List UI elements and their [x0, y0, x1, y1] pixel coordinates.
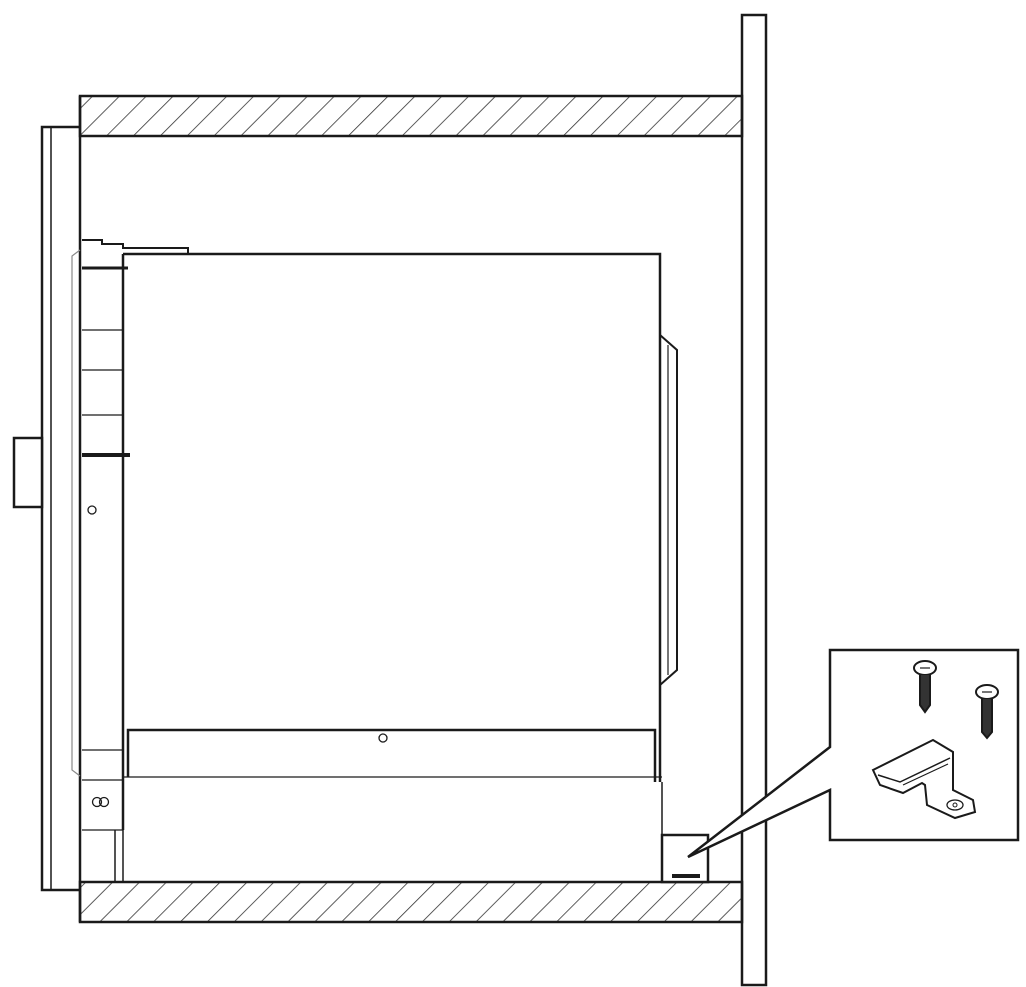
- drawer: [122, 728, 663, 882]
- screw-icon: [975, 684, 999, 740]
- mounting-bracket: [660, 833, 710, 884]
- cabinet-top-panel: [78, 94, 744, 138]
- screw-hole: [91, 796, 103, 808]
- callout-detail: [687, 648, 1020, 859]
- side-wall: [740, 13, 768, 987]
- cabinet-bottom-panel: [78, 880, 744, 924]
- knob: [12, 436, 44, 509]
- bracket-icon: [871, 738, 977, 820]
- appliance-body: [123, 252, 662, 782]
- appliance-rear-bump: [659, 334, 678, 686]
- appliance-front-column: [82, 239, 189, 882]
- screw-hole: [98, 796, 110, 808]
- screw-hole: [87, 505, 97, 515]
- screw-icon: [913, 660, 937, 714]
- front-frame: [40, 125, 81, 892]
